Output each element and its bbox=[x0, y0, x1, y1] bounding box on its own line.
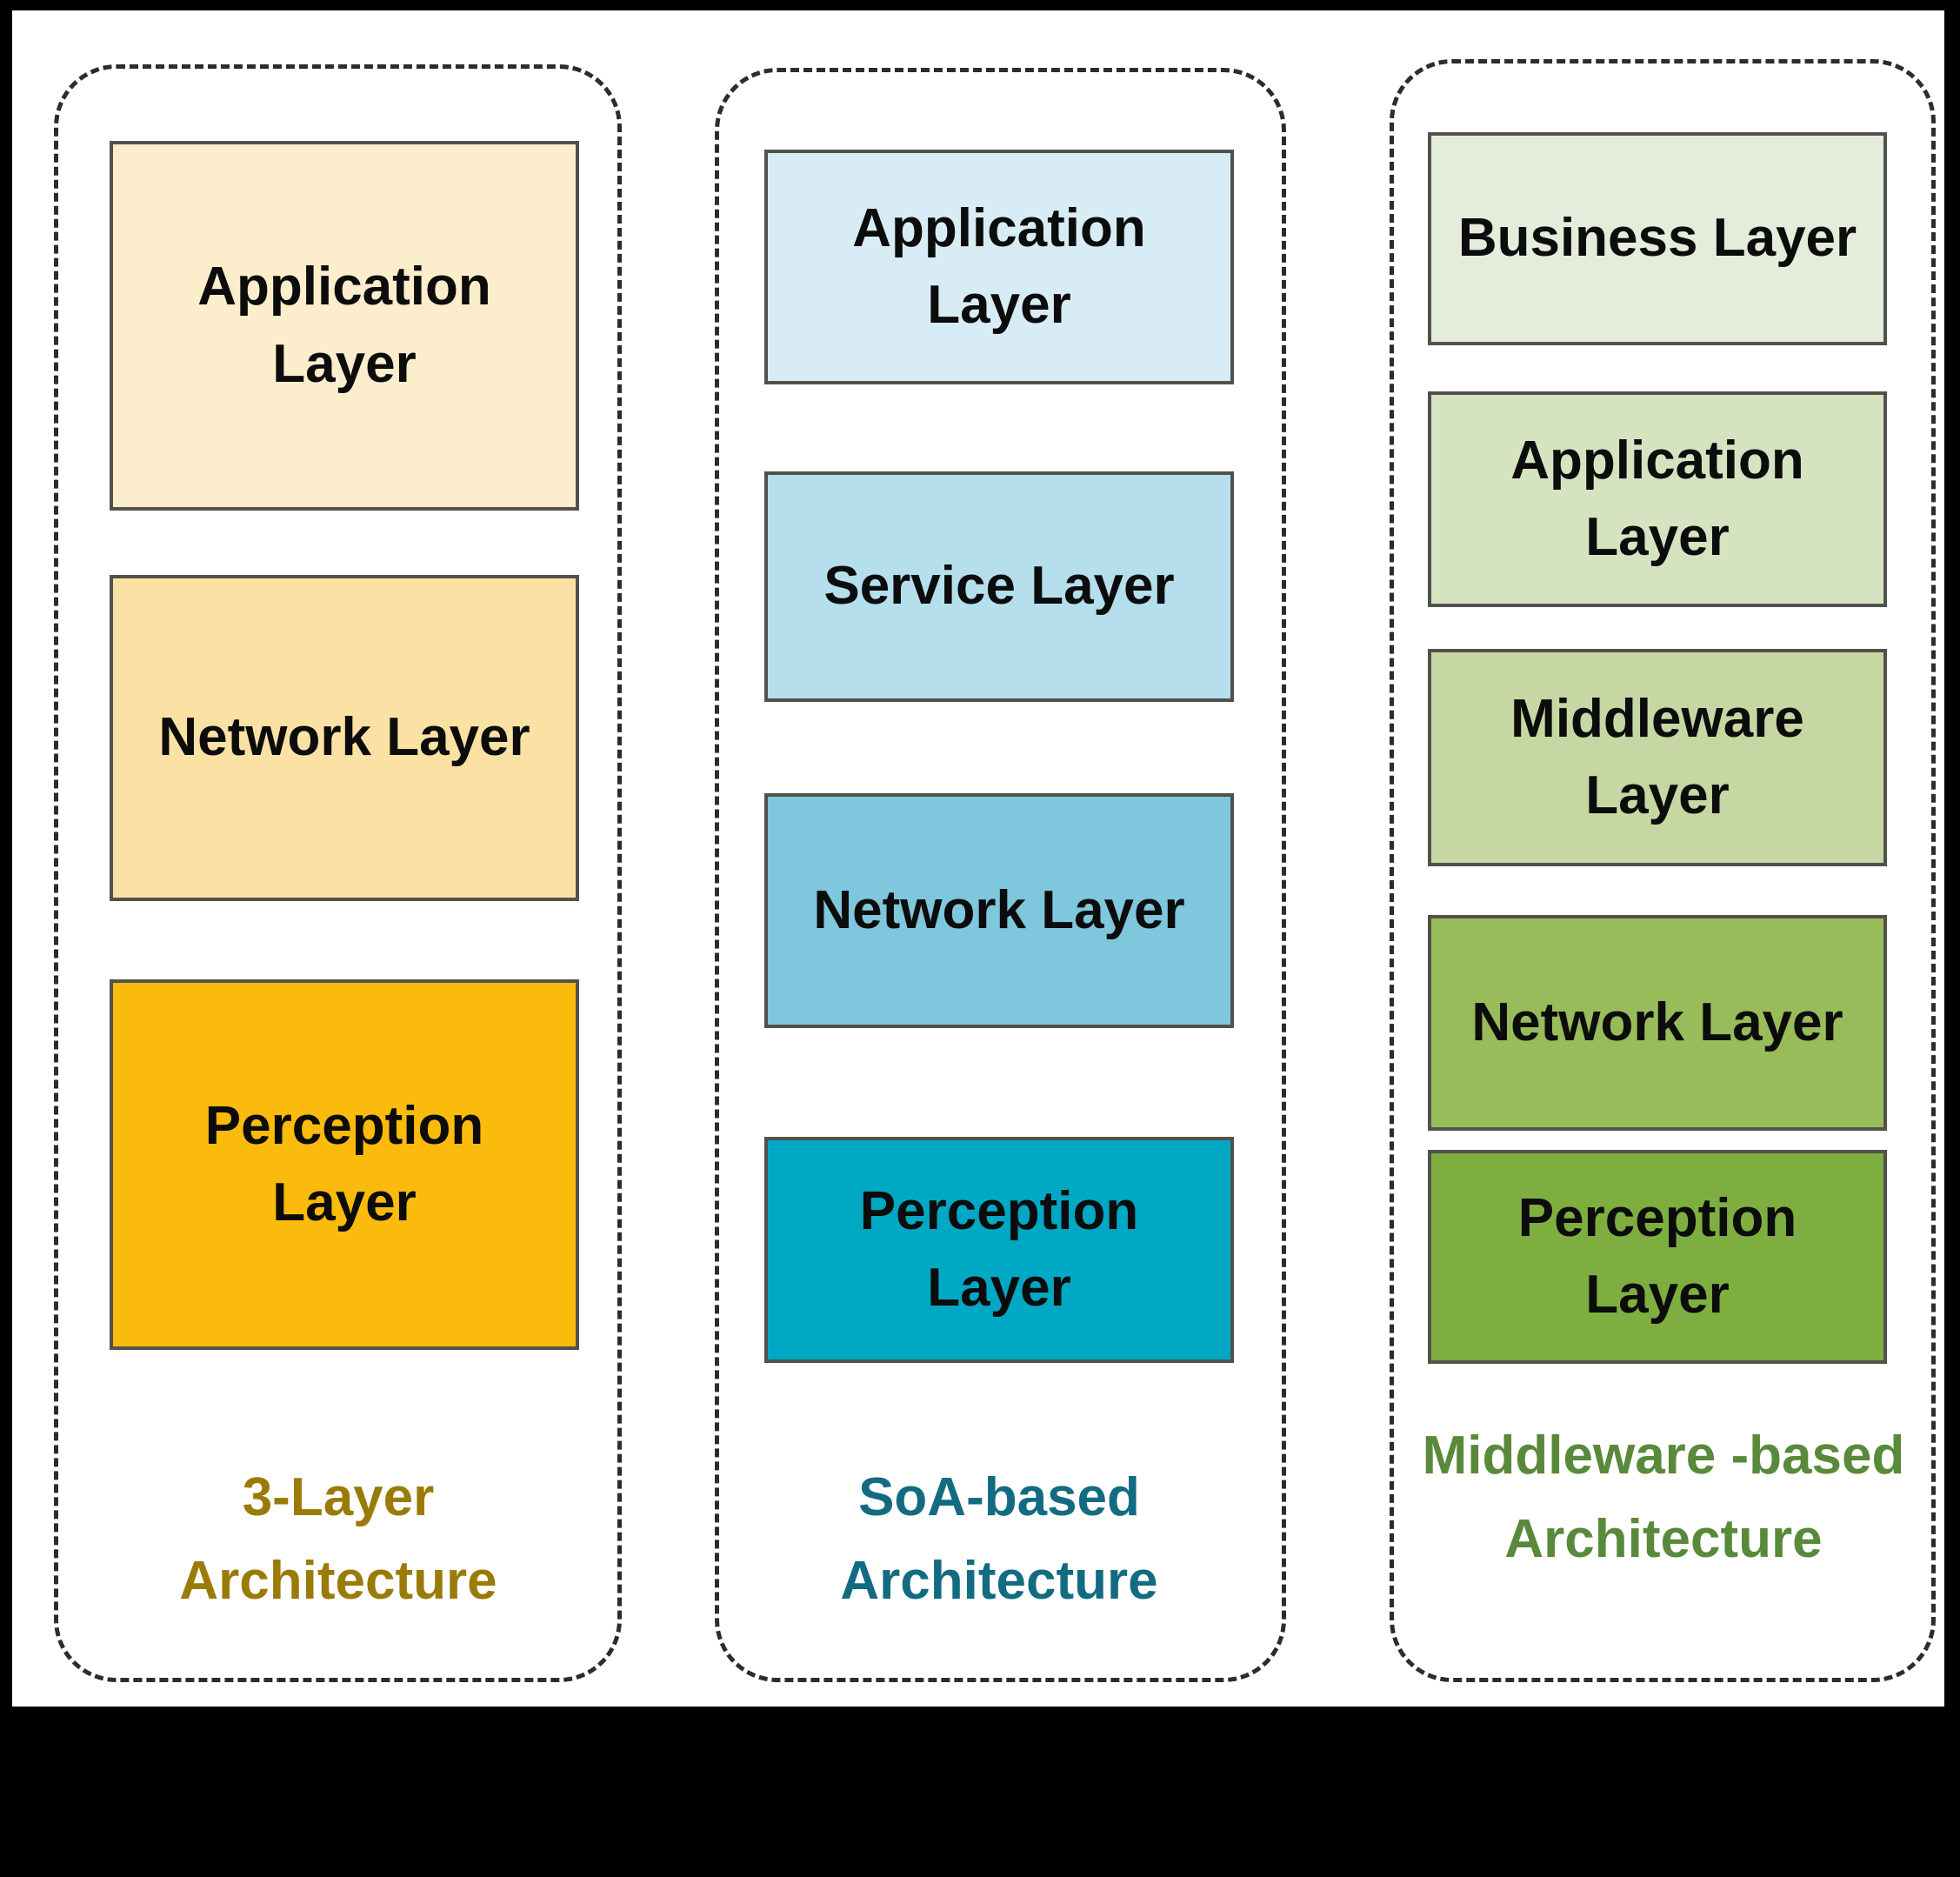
box-middleware-application-layer: Application Layer bbox=[1428, 391, 1887, 607]
diagram-background: Application Layer Network Layer Percepti… bbox=[12, 10, 1944, 1707]
box-3layer-network-layer: Network Layer bbox=[110, 575, 579, 901]
box-soa-service-layer: Service Layer bbox=[764, 471, 1234, 702]
box-middleware-perception-layer: Perception Layer bbox=[1428, 1150, 1887, 1364]
title-middleware-based-architecture: Middleware -based Architecture bbox=[1422, 1426, 1905, 1570]
box-soa-application-layer: Application Layer bbox=[764, 150, 1234, 384]
column-soa-based-architecture bbox=[715, 68, 1286, 1682]
box-soa-network-layer: Network Layer bbox=[764, 793, 1234, 1028]
title-soa-based-architecture: SoA-based Architecture bbox=[840, 1467, 1158, 1612]
column-middleware-based-architecture bbox=[1390, 59, 1936, 1682]
box-3layer-perception-layer: Perception Layer bbox=[110, 979, 579, 1350]
box-middleware-network-layer: Network Layer bbox=[1428, 915, 1887, 1131]
box-soa-perception-layer: Perception Layer bbox=[764, 1137, 1234, 1363]
box-3layer-application-layer: Application Layer bbox=[110, 141, 579, 511]
box-middleware-business-layer: Business Layer bbox=[1428, 132, 1887, 345]
box-middleware-middleware-layer: Middleware Layer bbox=[1428, 649, 1887, 866]
title-3-layer-architecture: 3-Layer Architecture bbox=[179, 1467, 497, 1612]
column-3-layer-architecture bbox=[54, 64, 622, 1682]
